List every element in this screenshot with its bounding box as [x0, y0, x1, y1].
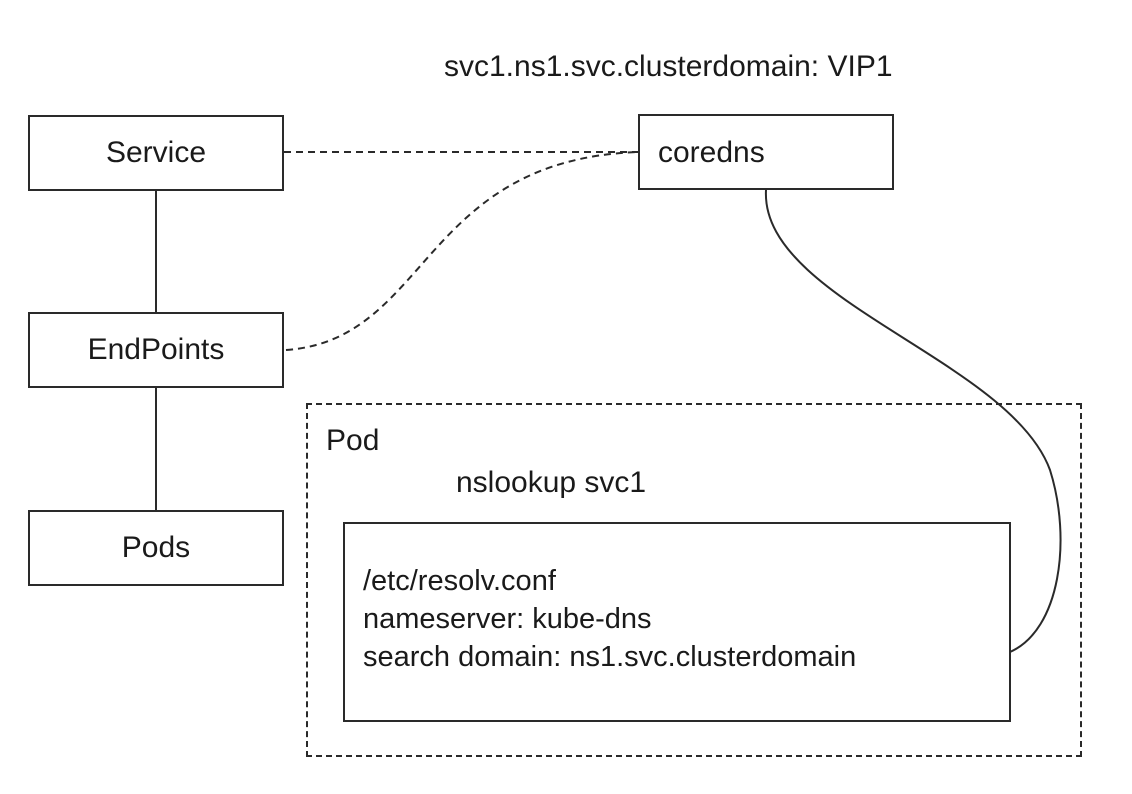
service-label: Service [105, 136, 207, 169]
dns-record-label: svc1.ns1.svc.clusterdomain: VIP1 [444, 50, 893, 83]
service-node: Service [28, 115, 284, 191]
endpoints-coredns-dashed-link [285, 151, 639, 351]
coredns-resolvconf-link [764, 189, 1062, 653]
pods-node: Pods [28, 510, 284, 586]
pods-label: Pods [121, 531, 191, 564]
coredns-node: coredns [638, 114, 894, 190]
resolv-conf-file: /etc/resolv.conf [363, 565, 556, 597]
nslookup-command: nslookup svc1 [456, 466, 647, 499]
endpoints-node: EndPoints [28, 312, 284, 388]
endpoints-label: EndPoints [87, 333, 225, 366]
resolv-conf-box: /etc/resolv.conf nameserver: kube-dns se… [343, 522, 1011, 722]
resolv-conf-content: /etc/resolv.conf nameserver: kube-dns se… [363, 562, 856, 676]
resolv-conf-search: search domain: ns1.svc.clusterdomain [363, 641, 857, 673]
resolv-conf-nameserver: nameserver: kube-dns [363, 603, 652, 635]
coredns-label: coredns [658, 136, 765, 169]
pod-label: Pod [326, 424, 380, 457]
pod-frame [306, 403, 1082, 757]
